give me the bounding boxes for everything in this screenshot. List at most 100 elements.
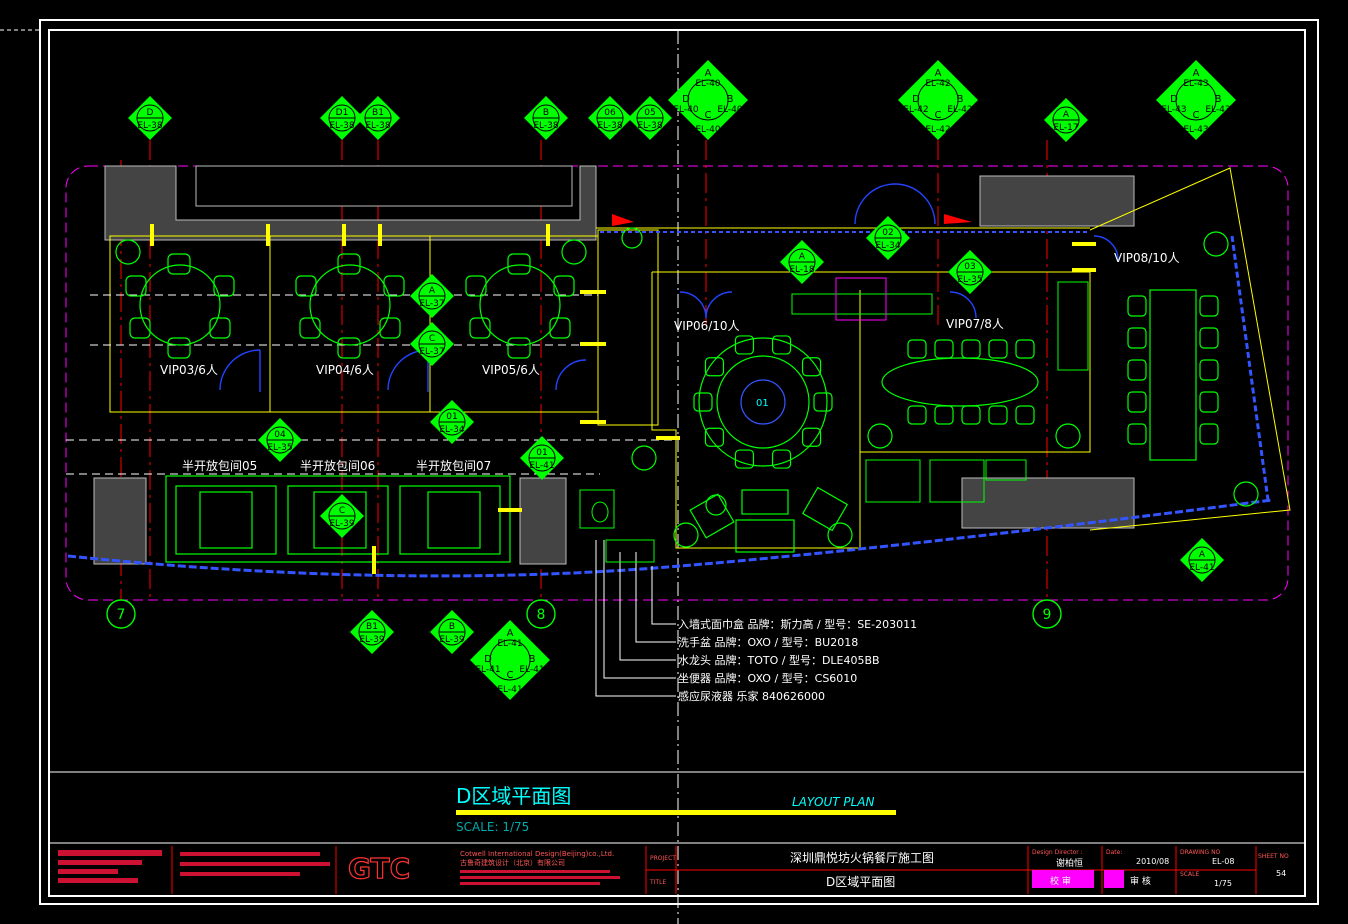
diffusers — [115, 227, 1259, 507]
elevation-tag-letter: D — [682, 94, 690, 105]
section-tag-top: B — [449, 622, 455, 632]
section-tag-top: 02 — [882, 228, 893, 238]
title-block: GTC Cotwell International Design(Beijing… — [58, 846, 1289, 894]
chair — [1015, 339, 1035, 359]
section-tag-top: D — [147, 108, 154, 118]
section-tag-bottom: EL-38 — [137, 121, 163, 131]
chair — [801, 427, 822, 447]
room-label: 半开放包间06 — [300, 458, 375, 473]
grid-bubble-label: 8 — [537, 607, 546, 623]
elevation-tag-letter: A — [507, 628, 514, 639]
elevation-tag-letter: B — [957, 94, 964, 105]
room-label: VIP04/6人 — [316, 363, 374, 377]
chair — [961, 405, 981, 425]
quad-tags-layer: ABCDEL-40EL-40EL-40EL-40ABCDEL-42EL-42EL… — [470, 60, 1236, 700]
chair — [907, 405, 927, 425]
section-tag-bottom: EL-18 — [789, 265, 815, 275]
section-tag: CEL-37 — [410, 322, 454, 366]
section-tag-bottom: EL-17 — [1053, 123, 1078, 133]
grid-bubble — [106, 599, 136, 629]
elevation-tag-diamond — [470, 620, 550, 700]
fixture-specs: 入墙式面巾盒 品牌：斯力高 / 型号：SE-203011 洗手盆 品牌：OXO … — [678, 617, 917, 703]
sheet-no-label: SHEET NO — [1258, 853, 1289, 860]
section-tag-bottom: EL-38 — [329, 121, 355, 131]
curtain-wall-east — [1230, 235, 1270, 501]
red-markers — [612, 214, 972, 226]
section-tag-top: 01 — [536, 448, 547, 458]
elevation-tag-diamond — [1156, 60, 1236, 140]
elevation-tag-ref: EL-42 — [947, 105, 972, 115]
elevation-tag-circle — [687, 79, 729, 121]
check-label: 校 审 — [1050, 875, 1071, 887]
building-envelope — [65, 165, 1289, 601]
chairs-group — [693, 295, 1219, 469]
section-tag-top: D1 — [336, 108, 349, 118]
section-tag-bottom: EL-35 — [267, 443, 292, 453]
sheet-title: D区域平面图 — [826, 875, 895, 889]
section-tag-top: B1 — [372, 108, 384, 118]
title-underline — [456, 810, 896, 815]
elevation-tag-letter: A — [1193, 68, 1200, 79]
section-tag: AEL-37 — [410, 274, 454, 318]
chair — [1127, 423, 1147, 445]
signature-block — [1032, 870, 1094, 888]
section-tag-bottom: EL-37 — [419, 347, 444, 357]
elevation-tag-ref: EL-41 — [497, 639, 522, 649]
section-tag: AEL-41 — [1180, 538, 1224, 582]
scale-value: 1/75 — [1214, 879, 1232, 888]
elevation-tag-letter: D — [484, 654, 492, 665]
elevation-tag-ref: EL-40 — [695, 125, 721, 135]
sheet-no: 54 — [1276, 869, 1286, 878]
project-name: 深圳鼎悦坊火锅餐厅施工图 — [790, 850, 934, 865]
section-tag-bottom: EL-41 — [529, 461, 554, 471]
chair — [771, 335, 792, 355]
section-tag-bottom: EL-34 — [875, 241, 901, 251]
drawing-title: D区域平面图 — [456, 784, 571, 808]
drawing-subtitle: LAYOUT PLAN — [792, 795, 875, 809]
company-name-en: Cotwell International Design(Beijing)co.… — [460, 850, 614, 858]
section-tag: D EL-38 — [128, 96, 172, 140]
chair — [1127, 327, 1147, 349]
company-logo: GTC — [348, 852, 410, 885]
fixture-spec: 洗手盆 品牌：OXO / 型号：BU2018 — [678, 635, 858, 649]
chair — [704, 427, 725, 447]
section-tag-top: 06 — [604, 108, 616, 118]
section-tag-bottom: EL-39 — [359, 635, 385, 645]
fixture-spec: 坐便器 品牌：OXO / 型号：CS6010 — [678, 671, 857, 685]
elevation-tag-ref: EL-41 — [519, 665, 544, 675]
section-tag-top: C — [339, 506, 345, 516]
chair — [907, 339, 927, 359]
elevation-tag-letter: B — [529, 654, 536, 665]
chair — [801, 357, 822, 377]
elevation-tag-ref: EL-43 — [1183, 79, 1208, 89]
section-tag-top: A — [799, 252, 806, 262]
chair — [1199, 391, 1219, 413]
section-tag-bottom: EL-39 — [439, 635, 465, 645]
design-director-value: 谢柏恒 — [1056, 857, 1083, 869]
fixture-spec: 水龙头 品牌：TOTO / 型号：DLE405BB — [678, 653, 880, 667]
date-value: 2010/08 — [1136, 857, 1169, 866]
chair — [1127, 391, 1147, 413]
elevation-tag-letter: B — [1215, 94, 1222, 105]
chair — [1199, 295, 1219, 317]
elevation-tag-ref: EL-40 — [717, 105, 743, 115]
elevation-tag-letter: C — [705, 110, 712, 121]
elevation-tag-ref: EL-42 — [903, 105, 928, 115]
elevation-tag-diamond — [898, 60, 978, 140]
column-markers — [150, 224, 1096, 574]
chair — [704, 357, 725, 377]
chair — [1199, 327, 1219, 349]
elevation-tag-ref: EL-40 — [695, 79, 721, 89]
elevation-tag-ref: EL-42 — [925, 125, 950, 135]
section-tags-layer: DEL-38D1EL-38B1EL-38BEL-3806EL-3805EL-38… — [128, 96, 1224, 654]
